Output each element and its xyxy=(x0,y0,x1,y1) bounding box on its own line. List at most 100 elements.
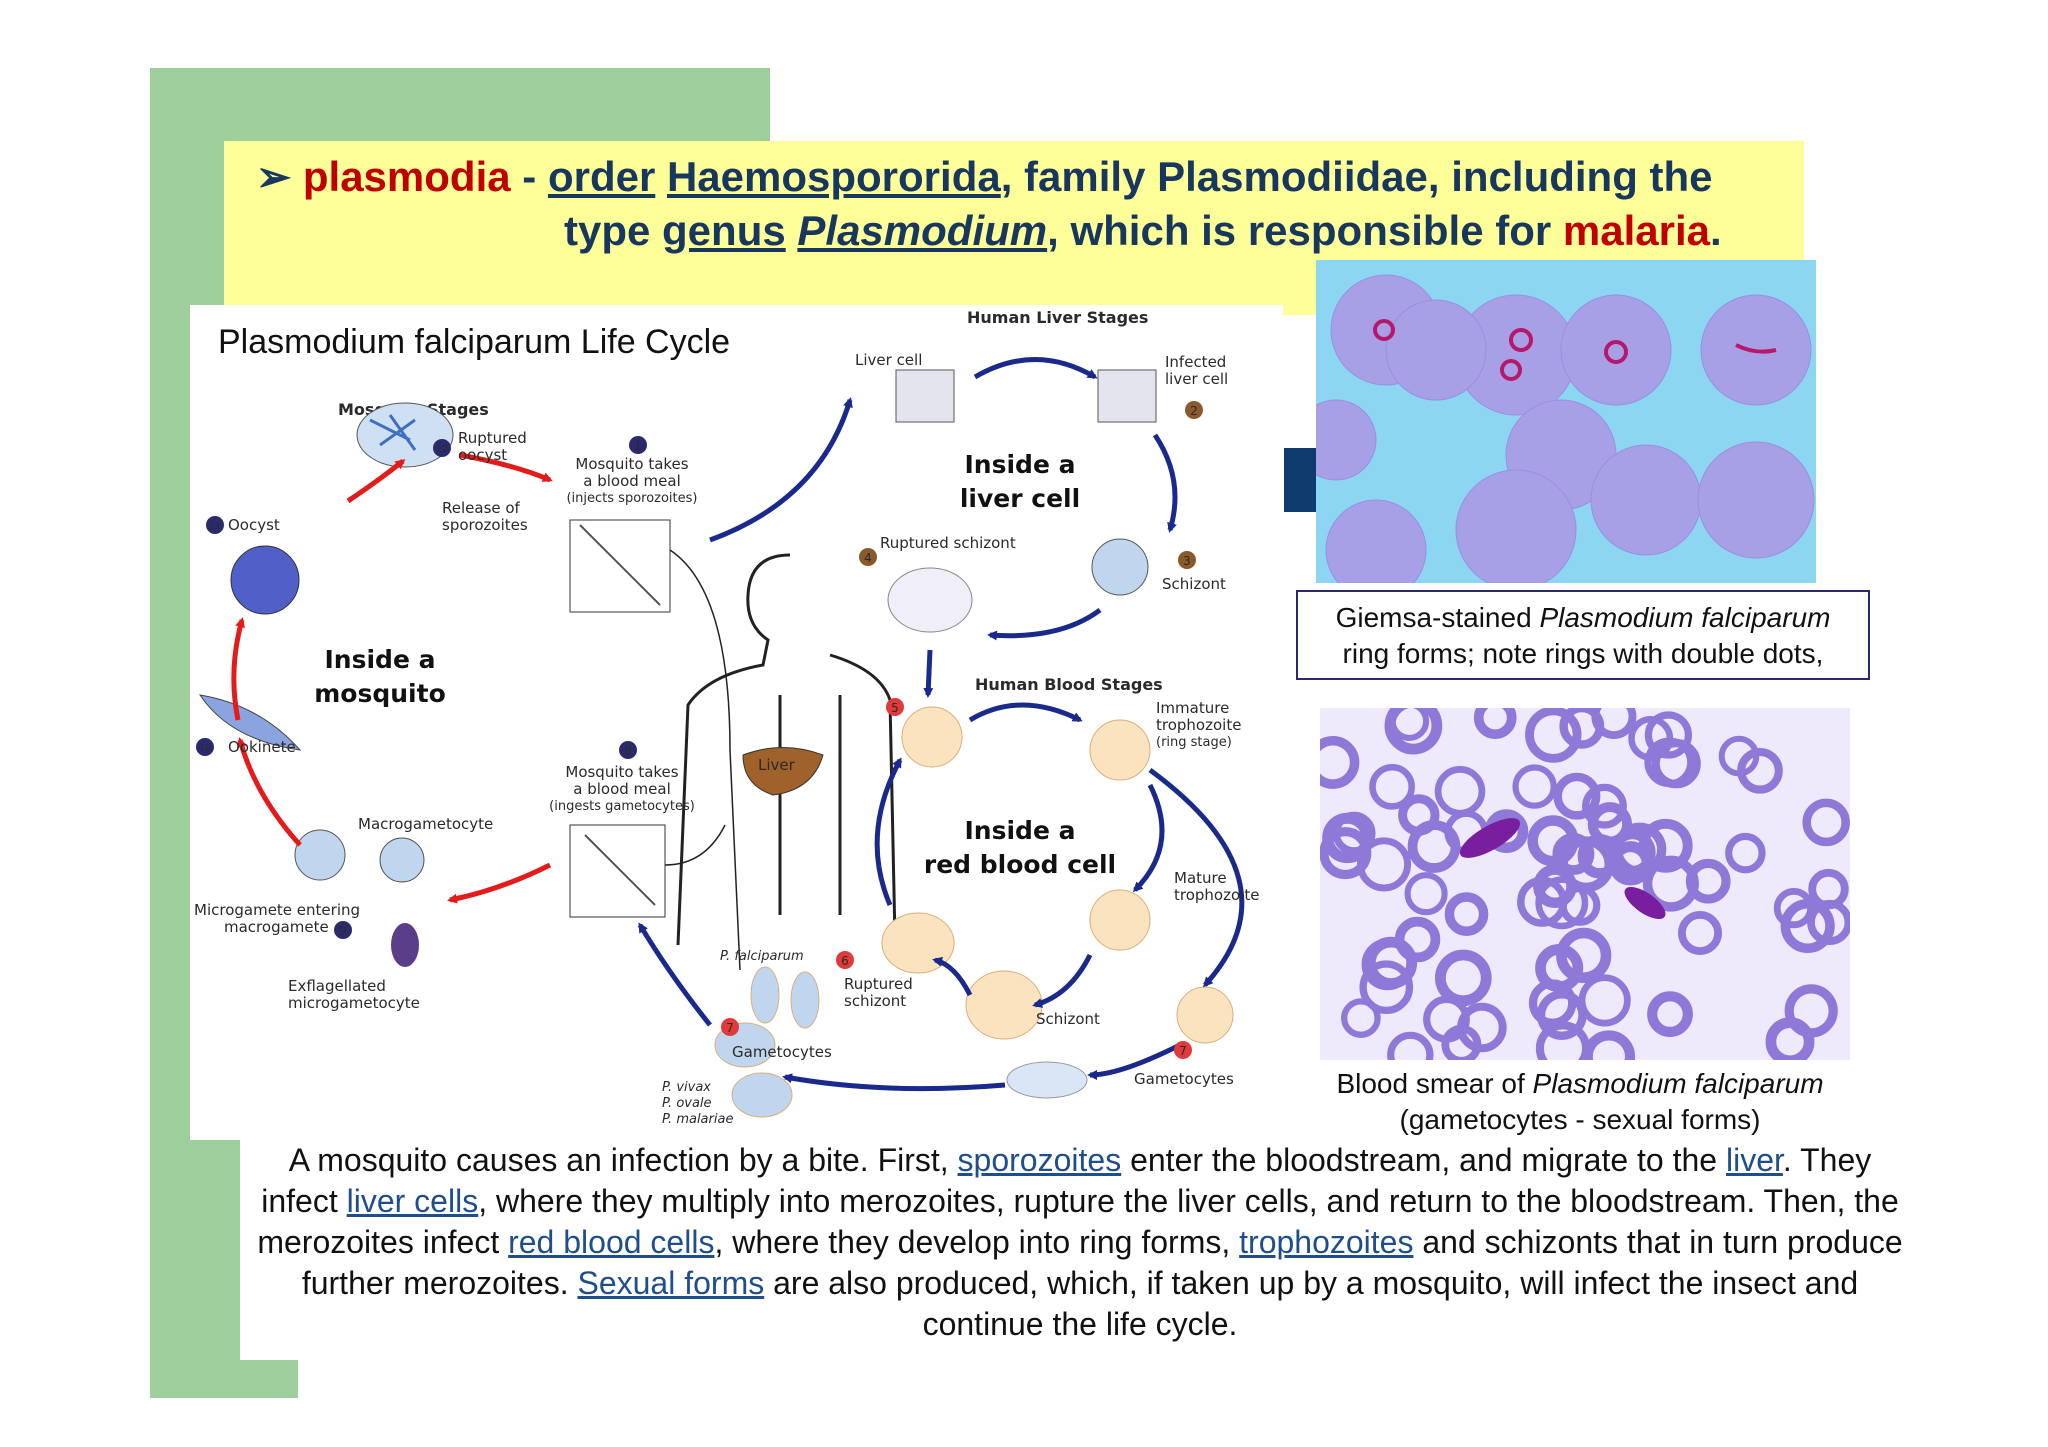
heading-space-2 xyxy=(786,207,798,254)
red-blood-cell xyxy=(1525,708,1582,763)
arrow-gamete-ookinete[interactable] xyxy=(237,737,302,847)
link-red-blood-cells[interactable]: red blood cells xyxy=(508,1224,715,1260)
link-liver-cells[interactable]: liver cells xyxy=(346,1183,479,1219)
body-text-1: A mosquito causes an infection by a bite… xyxy=(288,1142,958,1178)
link-sporozoites[interactable]: sporozoites xyxy=(957,1142,1122,1178)
red-blood-cell xyxy=(1389,708,1430,741)
liver-schizont-shape xyxy=(1091,538,1149,596)
falciparum-gametocyte-1 xyxy=(750,966,780,1024)
microgamete-shape xyxy=(294,829,346,881)
red-blood-cell xyxy=(1578,974,1631,1027)
gametocyte-rbc-shape xyxy=(1176,986,1234,1044)
red-blood-cell xyxy=(1582,783,1627,829)
inside-mosquito-line1: Inside a xyxy=(325,645,436,674)
red-blood-cell xyxy=(1517,876,1568,927)
label-microgamete-2: macrogamete xyxy=(224,918,329,936)
heading-period: . xyxy=(1710,207,1722,254)
liver-label: Liver xyxy=(758,756,796,774)
red-blood-cell xyxy=(1644,711,1692,759)
heading-space xyxy=(655,153,667,200)
arrow-gametocytes-left[interactable] xyxy=(782,1073,1006,1092)
arrow-merozoites-reinfect[interactable] xyxy=(874,757,903,906)
label-schizont-liver: Schizont xyxy=(1162,575,1226,593)
caption2-text-a: Blood smear of xyxy=(1336,1068,1533,1099)
arrow-gametocyte-right[interactable] xyxy=(1087,1042,1182,1080)
link-sexual-forms[interactable]: Sexual forms xyxy=(577,1265,765,1301)
arrow-rbc-immature[interactable] xyxy=(968,702,1083,723)
blood-smear-caption: Blood smear of Plasmodium falciparum (ga… xyxy=(1300,1066,1860,1138)
mosquito-legs xyxy=(579,524,661,906)
text-background xyxy=(240,1130,1920,1360)
link-plasmodium[interactable]: Plasmodium xyxy=(797,207,1048,254)
arrow-liver-infected[interactable] xyxy=(973,357,1098,380)
red-blood-cell xyxy=(1577,834,1623,879)
num-3: 3 xyxy=(1183,554,1191,568)
num-4: 4 xyxy=(864,551,872,565)
red-blood-cell xyxy=(1359,960,1414,1015)
label-exflagellated-1: Exflagellated xyxy=(288,977,386,995)
blood-smear-photo xyxy=(1320,708,1850,1060)
arrow-gametocytes-mosquito[interactable] xyxy=(637,922,712,1027)
arrow-immature-mature[interactable] xyxy=(1132,783,1165,893)
heading-dash: - xyxy=(510,153,548,200)
liver-shape xyxy=(742,747,824,796)
label-mosq8-2: a blood meal xyxy=(573,780,671,798)
red-blood-cell xyxy=(1638,818,1693,873)
red-blood-cell xyxy=(1473,708,1517,740)
red-blood-cell xyxy=(1558,836,1615,893)
label-infected-1: Infected xyxy=(1165,353,1226,371)
caption1-text-a: Giemsa-stained xyxy=(1335,602,1540,633)
mosquito-pointer-lines xyxy=(664,549,741,971)
body-text-5: , where they develop into ring forms, xyxy=(714,1224,1240,1260)
num-7b: 7 xyxy=(1179,1044,1187,1058)
gametocyte-2 xyxy=(1624,886,1666,920)
red-blood-cell xyxy=(1320,735,1360,789)
inside-liver-line1: Inside a xyxy=(965,450,1076,479)
label-gametocytes-left: Gametocytes xyxy=(732,1043,832,1061)
link-order[interactable]: order xyxy=(547,153,656,200)
inside-rbc-line2: red blood cell xyxy=(924,850,1116,879)
label-ruptured-schizont-liver: Ruptured schizont xyxy=(880,534,1016,552)
body-text-7: are also produced, which, if taken up by… xyxy=(764,1265,1859,1342)
label-exflagellated-2: microgametocyte xyxy=(288,994,420,1012)
heading-family-text: , family Plasmodiidae, including the xyxy=(1000,153,1713,200)
label-oocyst: Oocyst xyxy=(228,516,280,534)
body-text-2: enter the bloodstream, and migrate to th… xyxy=(1121,1142,1726,1178)
red-blood-cell xyxy=(1677,910,1722,955)
red-blood-cell xyxy=(1364,936,1418,989)
arrow-mature-schizont[interactable] xyxy=(1032,953,1093,1008)
falciparum-gametocyte-2 xyxy=(790,971,820,1029)
gametocyte-1 xyxy=(1459,818,1521,858)
red-blood-cell xyxy=(1384,708,1443,755)
arrow-merozoites-blood[interactable] xyxy=(923,649,934,698)
caption2-text-b: (gametocytes - sexual forms) xyxy=(1399,1104,1761,1135)
red-blood-cell xyxy=(1404,872,1448,916)
arrow-release[interactable] xyxy=(459,452,553,483)
red-blood-cell xyxy=(1398,794,1440,836)
heading-line-1: ➢ plasmodia - order Haemospororida, fami… xyxy=(224,150,1804,204)
label-p-vivax: P. vivax xyxy=(662,1080,711,1095)
link-genus[interactable]: genus xyxy=(662,207,786,254)
link-haemospororida[interactable]: Haemospororida xyxy=(666,153,1001,200)
arrow-ookinete-oocyst[interactable] xyxy=(231,617,245,721)
body-text-4: , where they multiply into merozoites, r… xyxy=(257,1183,1899,1260)
diagram-title: Plasmodium falciparum Life Cycle xyxy=(218,323,730,361)
red-blood-cell xyxy=(1512,764,1557,809)
label-mosq8-1: Mosquito takes xyxy=(565,763,678,781)
arrow-schizont-ruptured[interactable] xyxy=(987,607,1102,641)
human-blood-stages-heading: Human Blood Stages xyxy=(975,675,1163,694)
arrow-meal-gametes[interactable] xyxy=(447,862,552,904)
arrow-immature-gametocyte[interactable] xyxy=(1148,767,1245,988)
label-p-falciparum: P. falciparum xyxy=(720,949,804,964)
label-ruptured-oocyst-2: oocyst xyxy=(458,446,507,464)
blood-smear-image xyxy=(1320,708,1850,1060)
immature-troph-shape xyxy=(1089,719,1151,781)
arrow-schizont-ruptured-blood[interactable] xyxy=(932,956,973,997)
label-ruptured-blood-1: Ruptured xyxy=(844,975,913,993)
arrow-sporozoites-liver[interactable] xyxy=(709,397,853,543)
arrow-infected-schizont[interactable] xyxy=(1152,433,1178,533)
arrow-oocyst-ruptured[interactable] xyxy=(346,459,406,504)
link-liver[interactable]: liver xyxy=(1725,1142,1783,1178)
link-trophozoites[interactable]: trophozoites xyxy=(1239,1224,1414,1260)
caption2-species: Plasmodium falciparum xyxy=(1532,1068,1824,1099)
